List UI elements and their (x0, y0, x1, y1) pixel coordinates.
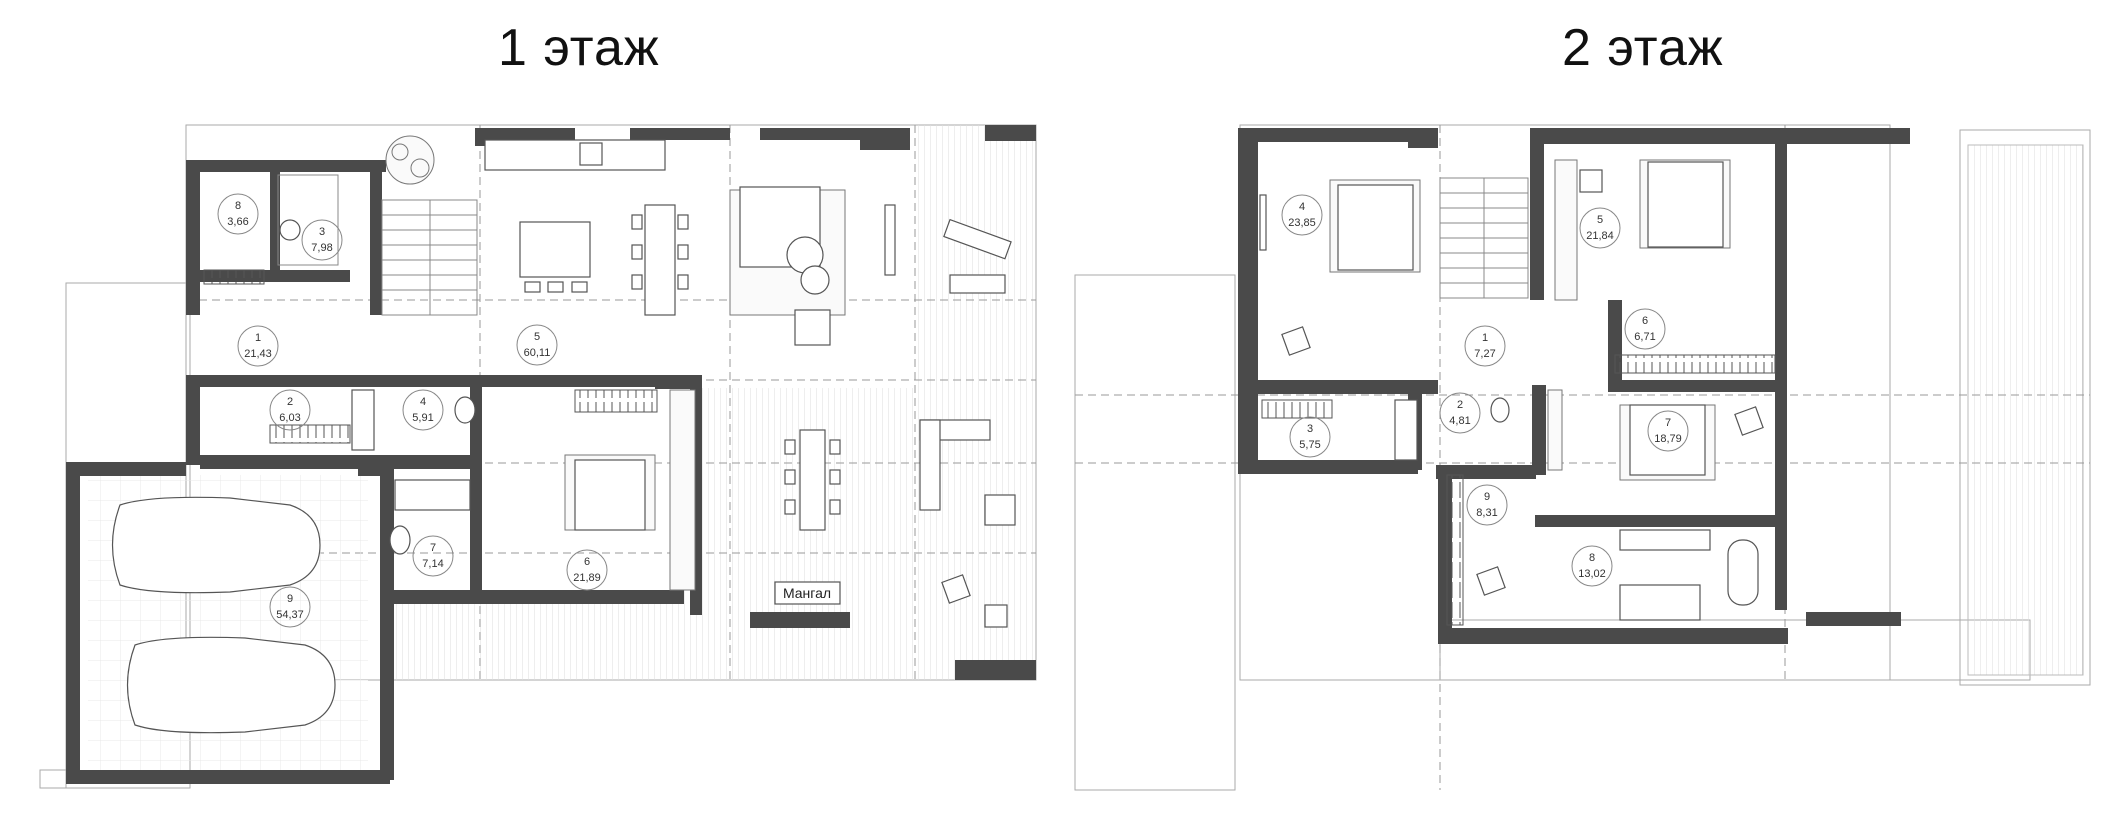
floor-2-plan: 1 7,27 2 4,81 3 5,75 4 23,85 5 21,84 6 6… (1074, 124, 2091, 791)
f2-room-3-label: 3 5,75 (1289, 416, 1331, 458)
svg-text:6,71: 6,71 (1634, 331, 1655, 343)
svg-text:13,02: 13,02 (1578, 568, 1606, 580)
f2-room-4-label: 4 23,85 (1281, 194, 1323, 236)
room-6-label: 6 21,89 (566, 549, 608, 591)
svg-text:5: 5 (534, 331, 540, 343)
svg-text:7: 7 (430, 542, 436, 554)
svg-text:1: 1 (255, 332, 261, 344)
svg-text:18,79: 18,79 (1654, 433, 1682, 445)
room-2-label: 2 6,03 (269, 389, 311, 431)
room-3-label: 3 7,98 (301, 219, 343, 261)
svg-text:21,89: 21,89 (573, 572, 601, 584)
f2-room-5-label: 5 21,84 (1579, 207, 1621, 249)
floor-1-title: 1 этаж (498, 19, 660, 77)
f2-room-9-label: 9 8,31 (1466, 484, 1508, 526)
svg-text:3: 3 (319, 226, 325, 238)
svg-text:4: 4 (1299, 201, 1305, 213)
room-8-label: 8 3,66 (217, 193, 259, 235)
grill-label: Мангал (783, 585, 831, 601)
svg-text:3: 3 (1307, 423, 1313, 435)
svg-text:21,43: 21,43 (244, 348, 272, 360)
svg-text:6: 6 (1642, 315, 1648, 327)
f2-room-1-label: 1 7,27 (1464, 325, 1506, 367)
svg-text:6: 6 (584, 556, 590, 568)
svg-text:5,75: 5,75 (1299, 439, 1320, 451)
svg-text:60,11: 60,11 (524, 347, 551, 359)
svg-text:9: 9 (1484, 491, 1490, 503)
svg-text:6,03: 6,03 (279, 412, 300, 424)
svg-text:7,27: 7,27 (1474, 348, 1495, 360)
floor-2-title: 2 этаж (1562, 19, 1724, 77)
svg-text:8,31: 8,31 (1476, 507, 1497, 519)
room-1-label: 1 21,43 (237, 325, 279, 367)
svg-text:4,81: 4,81 (1449, 415, 1470, 427)
svg-text:54,37: 54,37 (276, 609, 304, 621)
room-7-label: 7 7,14 (412, 535, 454, 577)
svg-text:7: 7 (1665, 417, 1671, 429)
f2-room-2-label: 2 4,81 (1439, 392, 1481, 434)
floor-1-plan: 1 21,43 2 6,03 3 7,98 4 5,91 5 60,11 6 2… (39, 124, 1037, 789)
f2-room-8-label: 8 13,02 (1571, 545, 1613, 587)
svg-text:21,84: 21,84 (1586, 230, 1614, 242)
svg-text:2: 2 (287, 396, 293, 408)
svg-text:1: 1 (1482, 332, 1488, 344)
room-9-label: 9 54,37 (269, 586, 311, 628)
f2-room-7-label: 7 18,79 (1647, 410, 1689, 452)
svg-text:23,85: 23,85 (1288, 217, 1316, 229)
svg-text:7,14: 7,14 (422, 558, 443, 570)
svg-text:8: 8 (235, 200, 241, 212)
f2-room-6-label: 6 6,71 (1624, 308, 1666, 350)
svg-text:7,98: 7,98 (311, 242, 332, 254)
svg-text:3,66: 3,66 (227, 216, 248, 228)
room-4-label: 4 5,91 (402, 389, 444, 431)
svg-text:5,91: 5,91 (412, 412, 433, 424)
svg-text:4: 4 (420, 396, 426, 408)
room-5-label: 5 60,11 (516, 324, 558, 366)
svg-text:5: 5 (1597, 214, 1603, 226)
svg-text:8: 8 (1589, 552, 1595, 564)
svg-text:2: 2 (1457, 399, 1463, 411)
svg-text:9: 9 (287, 593, 293, 605)
